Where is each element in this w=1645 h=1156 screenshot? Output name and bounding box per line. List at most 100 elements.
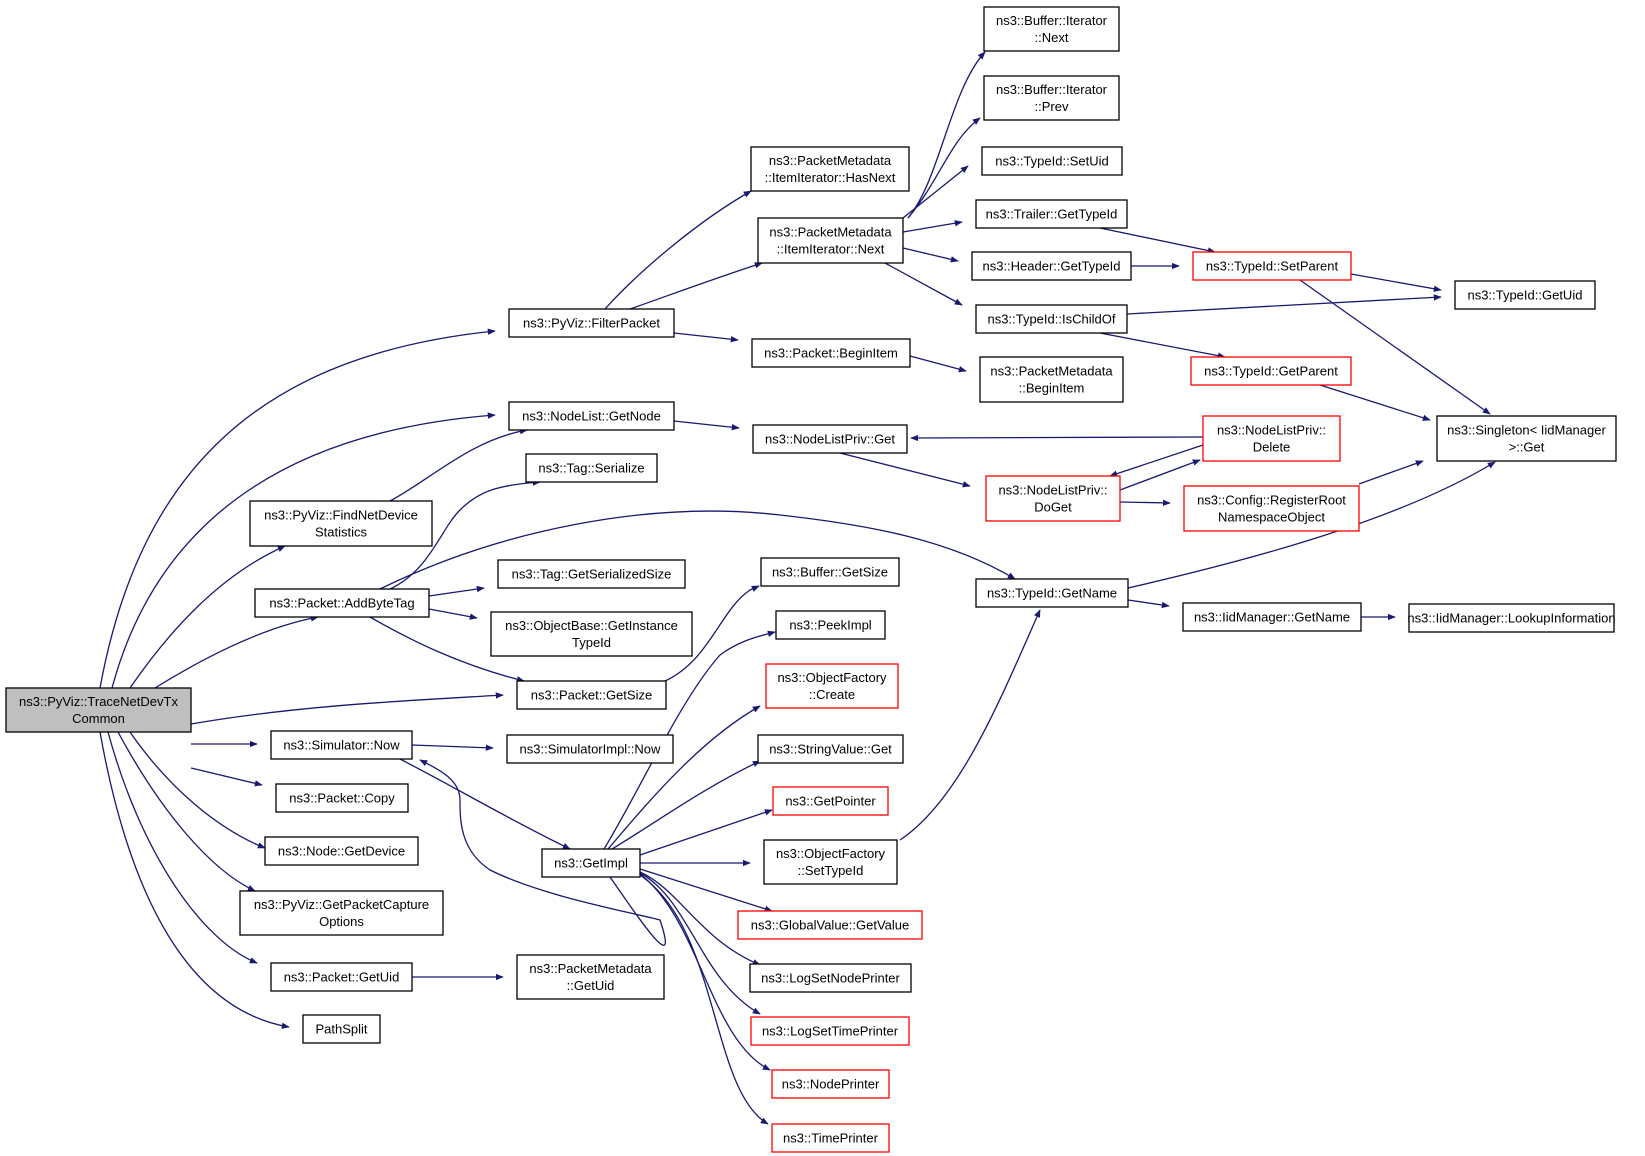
node-lognode[interactable]: ns3::LogSetNodePrinter	[749, 963, 912, 993]
node-peekimpl[interactable]: ns3::PeekImpl	[775, 610, 886, 640]
node-box	[270, 962, 413, 992]
node-addbyte[interactable]: ns3::Packet::AddByteTag	[254, 588, 430, 618]
node-box	[775, 610, 886, 640]
edge-itnext-to-tsetuid	[902, 165, 969, 219]
node-tagser[interactable]: ns3::Tag::Serialize	[525, 453, 658, 483]
node-getdevice[interactable]: ns3::Node::GetDevice	[264, 836, 419, 866]
node-nlpdoget[interactable]: ns3::NodeListPriv::DoGet	[985, 475, 1121, 522]
node-simnow[interactable]: ns3::Simulator::Now	[270, 730, 413, 760]
node-bufnext[interactable]: ns3::Buffer::Iterator::Next	[983, 6, 1120, 52]
node-hasnext[interactable]: ns3::PacketMetadata::ItemIterator::HasNe…	[750, 146, 910, 192]
node-tgetuid[interactable]: ns3::TypeId::GetUid	[1454, 280, 1596, 310]
node-label: Delete	[1253, 440, 1291, 455]
node-label: ::ItemIterator::Next	[777, 242, 885, 257]
node-label: ns3::NodeList::GetNode	[522, 409, 661, 424]
call-edges	[99, 51, 1496, 1125]
node-label: ns3::ObjectBase::GetInstance	[505, 618, 678, 633]
node-label: ns3::Packet::GetUid	[284, 970, 400, 985]
node-label: ns3::PyViz::TraceNetDevTx	[19, 694, 178, 709]
node-tsetuid[interactable]: ns3::TypeId::SetUid	[981, 146, 1123, 176]
node-header[interactable]: ns3::Header::GetTypeId	[971, 251, 1132, 281]
node-beginitem[interactable]: ns3::Packet::BeginItem	[751, 338, 911, 368]
node-svget[interactable]: ns3::StringValue::Get	[757, 734, 904, 764]
node-box	[760, 557, 900, 587]
node-box	[979, 356, 1124, 403]
node-getparent[interactable]: ns3::TypeId::GetParent	[1190, 356, 1352, 386]
node-ischild[interactable]: ns3::TypeId::IsChildOf	[975, 304, 1128, 334]
edge-nlpdelete-to-nlpdoget	[1109, 444, 1204, 477]
node-label: ns3::TypeId::GetName	[987, 586, 1117, 601]
node-timeprinter[interactable]: ns3::TimePrinter	[771, 1123, 890, 1153]
node-lookup[interactable]: ns3::IidManager::LookupInformation	[1407, 603, 1616, 633]
node-box	[772, 786, 889, 816]
node-singleton[interactable]: ns3::Singleton< IidManager>::Get	[1436, 415, 1617, 462]
node-box	[516, 680, 667, 710]
node-label: NamespaceObject	[1218, 510, 1325, 525]
node-nlpdelete[interactable]: ns3::NodeListPriv::Delete	[1202, 415, 1341, 462]
node-box	[751, 338, 911, 368]
node-label: Statistics	[315, 525, 368, 540]
node-simimplnow[interactable]: ns3::SimulatorImpl::Now	[506, 734, 674, 764]
node-label: Common	[72, 711, 125, 726]
node-box	[752, 424, 908, 454]
edge-getimpl-to-ofcreate	[607, 705, 761, 850]
node-nlpget[interactable]: ns3::NodeListPriv::Get	[752, 424, 908, 454]
edge-getimpl-to-timeprinter	[639, 874, 769, 1125]
node-getnode[interactable]: ns3::NodeList::GetNode	[508, 401, 675, 431]
node-label: ns3::IidManager::LookupInformation	[1407, 611, 1615, 626]
node-box	[765, 663, 899, 709]
node-box	[975, 199, 1128, 229]
node-nodeprinter[interactable]: ns3::NodePrinter	[771, 1069, 890, 1099]
node-box	[302, 1014, 381, 1044]
node-getpointer[interactable]: ns3::GetPointer	[772, 786, 889, 816]
node-pktgetuid[interactable]: ns3::Packet::GetUid	[270, 962, 413, 992]
node-ofsettype[interactable]: ns3::ObjectFactory::SetTypeId	[763, 839, 898, 885]
node-label: ns3::Buffer::GetSize	[772, 565, 888, 580]
node-box	[506, 734, 674, 764]
node-pktgetsize[interactable]: ns3::Packet::GetSize	[516, 680, 667, 710]
node-box	[508, 401, 675, 431]
node-getimpl[interactable]: ns3::GetImpl	[541, 848, 641, 878]
edge-addbyte-to-pktgetsize	[369, 616, 525, 683]
node-pktcopy[interactable]: ns3::Packet::Copy	[275, 783, 409, 813]
node-box	[750, 1016, 910, 1046]
node-iidgetname[interactable]: ns3::IidManager::GetName	[1182, 602, 1362, 632]
edge-nlpdoget-to-nlpdelete	[1119, 459, 1201, 491]
node-pathsplit[interactable]: PathSplit	[302, 1014, 381, 1044]
node-setparent[interactable]: ns3::TypeId::SetParent	[1192, 251, 1352, 281]
edge-root-to-getnode	[111, 412, 496, 689]
node-label: ::ItemIterator::HasNext	[765, 170, 896, 185]
node-box	[983, 75, 1120, 121]
node-pmgetuid[interactable]: ns3::PacketMetadata::GetUid	[516, 954, 665, 1000]
node-trailer[interactable]: ns3::Trailer::GetTypeId	[975, 199, 1128, 229]
node-label: ns3::Singleton< IidManager	[1447, 423, 1606, 438]
edge-simnow-to-simimplnow	[411, 744, 494, 751]
edge-simnow-to-getimpl	[399, 758, 571, 850]
node-ofcreate[interactable]: ns3::ObjectFactory::Create	[765, 663, 899, 709]
node-tgetname[interactable]: ns3::TypeId::GetName	[975, 578, 1129, 608]
node-label: ns3::ObjectFactory	[777, 670, 887, 685]
node-pmbegin[interactable]: ns3::PacketMetadata::BeginItem	[979, 356, 1124, 403]
node-box	[757, 734, 904, 764]
node-label: ns3::Trailer::GetTypeId	[986, 207, 1118, 222]
node-box	[737, 910, 923, 940]
node-label: ::Next	[1035, 30, 1069, 45]
node-box	[1190, 356, 1352, 386]
node-logtime[interactable]: ns3::LogSetTimePrinter	[750, 1016, 910, 1046]
node-bufgetsize[interactable]: ns3::Buffer::GetSize	[760, 557, 900, 587]
node-label: ns3::PacketMetadata	[769, 153, 892, 168]
node-gvgetvalue[interactable]: ns3::GlobalValue::GetValue	[737, 910, 923, 940]
node-bufprev[interactable]: ns3::Buffer::Iterator::Prev	[983, 75, 1120, 121]
edge-trailer-to-setparent	[1099, 227, 1216, 254]
node-itnext[interactable]: ns3::PacketMetadata::ItemIterator::Next	[757, 217, 904, 264]
edge-nlpdoget-to-regroot	[1119, 499, 1171, 507]
node-box	[254, 588, 430, 618]
node-filter[interactable]: ns3::PyViz::FilterPacket	[508, 308, 675, 338]
node-label: ns3::NodeListPriv::	[1217, 423, 1326, 438]
node-taggetser[interactable]: ns3::Tag::GetSerializedSize	[497, 559, 686, 589]
